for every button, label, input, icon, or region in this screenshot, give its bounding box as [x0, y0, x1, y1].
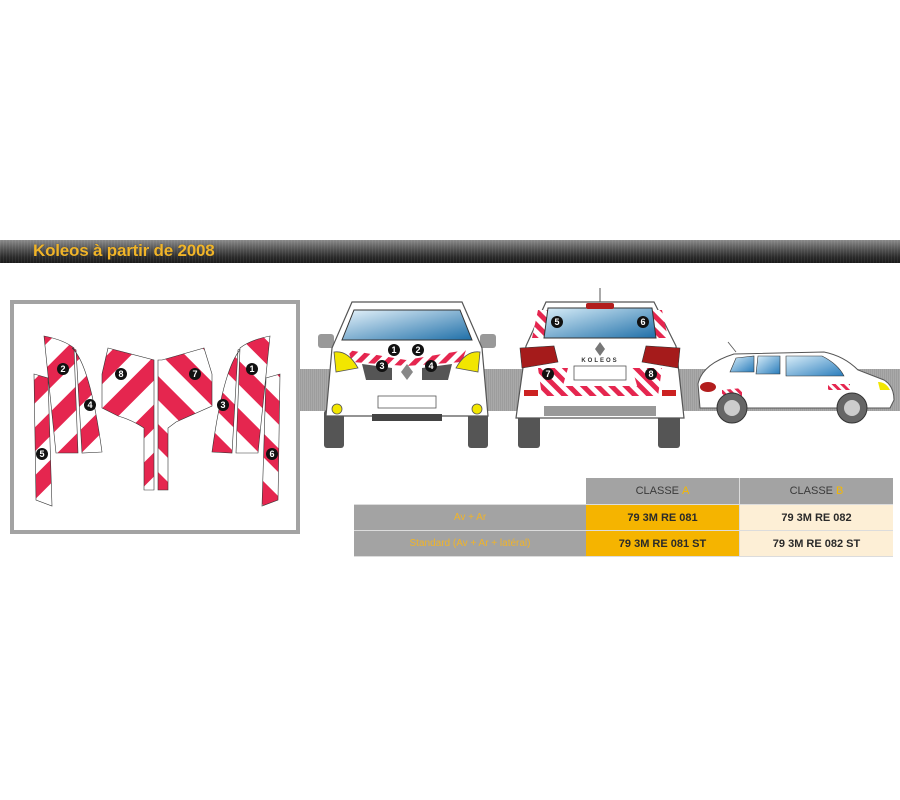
badge-1: 1 [246, 363, 258, 375]
strip-piece-6 [261, 373, 281, 507]
badge-7: 7 [189, 368, 201, 380]
right-reflector [662, 390, 676, 396]
column-header-prefix: CLASSE [789, 485, 834, 497]
rear-right-tire [658, 414, 680, 448]
left-mirror [318, 334, 334, 348]
side-tail-light [700, 382, 716, 392]
svg-text:4: 4 [87, 400, 92, 410]
class-b-reference: 79 3M RE 082 ST [740, 531, 893, 556]
badge-8: 8 [115, 368, 127, 380]
badge-5: 5 [36, 448, 48, 460]
front-badge-1: 1 [388, 344, 400, 356]
svg-text:5: 5 [39, 449, 44, 459]
front-left-tire [324, 410, 344, 448]
svg-text:2: 2 [60, 364, 65, 374]
page-title: Koleos à partir de 2008 [33, 241, 215, 260]
rear-brand-logo [595, 342, 605, 356]
brand-logo [401, 364, 413, 380]
strip-piece-7 [157, 347, 213, 491]
front-badge-3: 3 [376, 360, 388, 372]
strip-piece-2 [43, 335, 79, 454]
front-badge-4: 4 [425, 360, 437, 372]
svg-text:6: 6 [640, 317, 645, 327]
strip-kit-diagram: 2 4 5 8 7 3 1 6 [33, 335, 281, 507]
rear-diffuser [544, 406, 656, 416]
rear-side-window [729, 355, 755, 373]
rear-badge-8: 8 [645, 368, 657, 380]
badge-3: 3 [217, 399, 229, 411]
rear-badge-7: 7 [542, 368, 554, 380]
column-header-class-a: CLASSE A [586, 478, 740, 504]
column-header-accent: B [836, 485, 844, 497]
row-label: Av + Ar [354, 505, 586, 530]
svg-text:6: 6 [269, 449, 274, 459]
car-rear-view: KOLEOS 5 6 7 8 [515, 288, 685, 448]
side-front-chevron [828, 384, 850, 390]
left-tail-light [519, 345, 559, 369]
rear-license-plate [573, 365, 627, 381]
right-tail-light [641, 345, 681, 369]
strip-piece-1 [235, 335, 271, 454]
badge-6: 6 [266, 448, 278, 460]
strip-kit-panel: 2 4 5 8 7 3 1 6 [10, 300, 300, 534]
lower-grille [372, 414, 442, 421]
car-front-view: 1 2 3 4 [318, 301, 496, 448]
brand-name-text: KOLEOS [581, 358, 618, 364]
strip-piece-5 [33, 373, 53, 507]
column-header-prefix: CLASSE [635, 485, 680, 497]
rear-badge-5: 5 [551, 316, 563, 328]
left-fog-light [331, 403, 343, 415]
third-brake-light [586, 303, 614, 309]
front-chevron-strip [348, 350, 466, 366]
header-empty-cell [354, 478, 586, 504]
badge-4: 4 [84, 399, 96, 411]
rear-door-window [755, 355, 781, 375]
left-headlight [333, 351, 359, 373]
strip-piece-3 [211, 347, 243, 454]
svg-text:4: 4 [428, 361, 433, 371]
column-header-accent: A [682, 485, 690, 497]
right-headlight [455, 351, 481, 373]
car-side-view [697, 341, 895, 424]
rear-left-tire [518, 414, 540, 448]
svg-text:2: 2 [415, 345, 420, 355]
badge-2: 2 [57, 363, 69, 375]
svg-text:3: 3 [379, 361, 384, 371]
table-row: Av + Ar 79 3M RE 081 79 3M RE 082 [354, 505, 893, 531]
side-headlight [878, 382, 890, 390]
class-a-reference: 79 3M RE 081 [586, 505, 740, 530]
svg-text:1: 1 [249, 364, 254, 374]
rear-badge-6: 6 [637, 316, 649, 328]
right-mirror [480, 334, 496, 348]
license-plate [377, 395, 437, 409]
title-bar: Koleos à partir de 2008 [0, 240, 900, 263]
windshield [341, 309, 473, 341]
front-door-window [785, 355, 845, 377]
column-header-class-b: CLASSE B [740, 478, 893, 504]
front-badge-2: 2 [412, 344, 424, 356]
class-a-reference: 79 3M RE 081 ST [586, 531, 740, 556]
svg-text:7: 7 [192, 369, 197, 379]
table-header-row: CLASSE A CLASSE B [354, 478, 893, 505]
row-label: Standard (Av + Ar + latéral) [354, 531, 586, 556]
left-reflector [524, 390, 538, 396]
svg-text:5: 5 [554, 317, 559, 327]
svg-text:8: 8 [118, 369, 123, 379]
reference-table: CLASSE A CLASSE B Av + Ar 79 3M RE 081 7… [354, 478, 893, 557]
svg-text:8: 8 [648, 369, 653, 379]
svg-text:1: 1 [391, 345, 396, 355]
right-fog-light [471, 403, 483, 415]
svg-text:3: 3 [220, 400, 225, 410]
class-b-reference: 79 3M RE 082 [740, 505, 893, 530]
svg-text:7: 7 [545, 369, 550, 379]
table-row: Standard (Av + Ar + latéral) 79 3M RE 08… [354, 531, 893, 557]
rear-window [543, 307, 657, 339]
strip-piece-8 [101, 347, 155, 491]
front-right-tire [468, 410, 488, 448]
